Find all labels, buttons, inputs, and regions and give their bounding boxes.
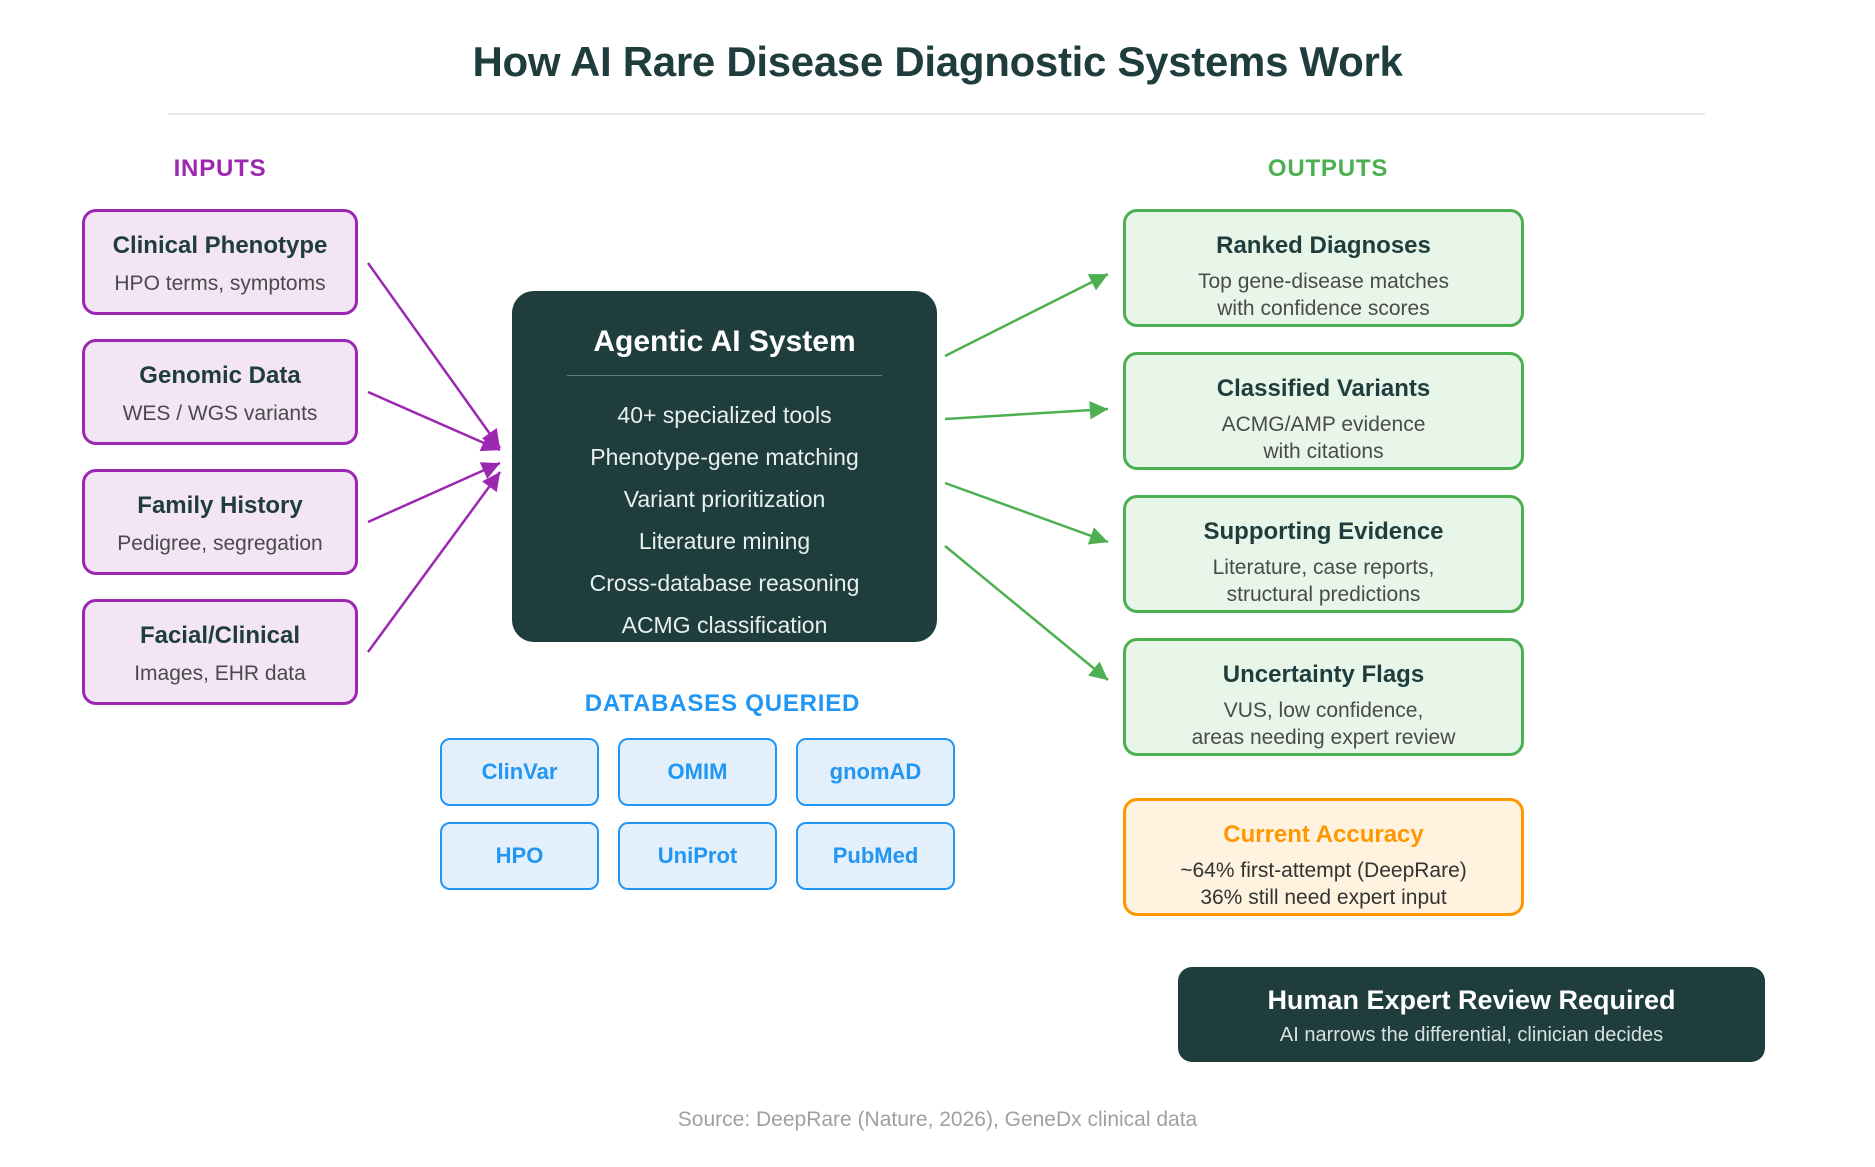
system-capability: ACMG classification: [621, 612, 828, 638]
output-description: VUS, low confidence, areas needing exper…: [1126, 697, 1521, 751]
output-title: Classified Variants: [1216, 375, 1431, 402]
output-line: Top gene-disease matches: [1198, 270, 1449, 293]
output-uncertainty-flags: Uncertainty Flags VUS, low confidence, a…: [1123, 638, 1524, 756]
output-title: Ranked Diagnoses: [1216, 232, 1431, 259]
input-title: Clinical Phenotype: [112, 232, 328, 259]
arrow-phenotype-to-system: [366, 262, 502, 449]
agentic-ai-system-box: Agentic AI System 40+ specialized tools …: [512, 291, 937, 642]
output-supporting-evidence: Supporting Evidence Literature, case rep…: [1123, 495, 1524, 613]
system-capability: Cross-database reasoning: [589, 570, 860, 596]
output-description: ACMG/AMP evidence with citations: [1126, 411, 1521, 465]
output-line: VUS, low confidence,: [1223, 699, 1424, 722]
human-review-box: Human Expert Review Required AI narrows …: [1178, 967, 1765, 1062]
human-review-title: Human Expert Review Required: [1267, 985, 1676, 1015]
diagram-title: How AI Rare Disease Diagnostic Systems W…: [472, 38, 1403, 85]
system-capability: Phenotype-gene matching: [590, 444, 859, 470]
output-line: ACMG/AMP evidence: [1221, 413, 1426, 436]
outputs-label: OUTPUTS: [1267, 155, 1389, 182]
arrow-system-to-diagnoses: [944, 272, 1109, 358]
output-description: Top gene-disease matches with confidence…: [1126, 268, 1521, 322]
databases-label: DATABASES QUERIED: [584, 690, 861, 717]
input-family-history: Family History Pedigree, segregation: [82, 469, 358, 575]
arrow-family-to-system: [367, 461, 501, 524]
database-gnomad: gnomAD: [796, 738, 955, 806]
input-title: Facial/Clinical: [139, 622, 301, 649]
input-subtitle: Pedigree, segregation: [117, 532, 323, 555]
input-facial-clinical: Facial/Clinical Images, EHR data: [82, 599, 358, 705]
accuracy-title: Current Accuracy: [1223, 821, 1424, 848]
input-genomic-data: Genomic Data WES / WGS variants: [82, 339, 358, 445]
output-ranked-diagnoses: Ranked Diagnoses Top gene-disease matche…: [1123, 209, 1524, 327]
input-subtitle: HPO terms, symptoms: [114, 272, 326, 295]
output-classified-variants: Classified Variants ACMG/AMP evidence wi…: [1123, 352, 1524, 470]
output-line: with confidence scores: [1217, 297, 1430, 320]
output-title: Supporting Evidence: [1203, 518, 1444, 545]
database-pubmed: PubMed: [796, 822, 955, 890]
output-line: with citations: [1263, 440, 1384, 463]
accuracy-description: ~64% first-attempt (DeepRare) 36% still …: [1126, 857, 1521, 911]
output-title: Uncertainty Flags: [1222, 661, 1425, 688]
output-line: areas needing expert review: [1191, 726, 1456, 749]
input-subtitle: Images, EHR data: [134, 662, 306, 685]
system-capability: Variant prioritization: [623, 486, 826, 512]
output-description: Literature, case reports, structural pre…: [1126, 554, 1521, 608]
input-subtitle: WES / WGS variants: [122, 402, 318, 425]
arrow-facial-to-system: [366, 471, 502, 653]
arrow-system-to-uncertainty: [944, 545, 1109, 681]
title-divider: [168, 113, 1705, 115]
system-divider: [567, 375, 882, 376]
arrow-system-to-variants: [944, 401, 1109, 421]
arrow-system-to-evidence: [944, 481, 1109, 545]
input-title: Family History: [137, 492, 303, 519]
current-accuracy-box: Current Accuracy ~64% first-attempt (Dee…: [1123, 798, 1524, 916]
accuracy-line: 36% still need expert input: [1200, 886, 1447, 909]
system-capability: 40+ specialized tools: [617, 402, 832, 428]
database-uniprot: UniProt: [618, 822, 777, 890]
human-review-subtitle: AI narrows the differential, clinician d…: [1279, 1024, 1664, 1046]
database-hpo: HPO: [440, 822, 599, 890]
accuracy-line: ~64% first-attempt (DeepRare): [1180, 859, 1467, 882]
input-clinical-phenotype: Clinical Phenotype HPO terms, symptoms: [82, 209, 358, 315]
source-note: Source: DeepRare (Nature, 2026), GeneDx …: [677, 1108, 1198, 1131]
input-title: Genomic Data: [139, 362, 301, 389]
system-capability: Literature mining: [638, 528, 811, 554]
output-line: Literature, case reports,: [1212, 556, 1435, 579]
output-line: structural predictions: [1226, 583, 1421, 606]
database-omim: OMIM: [618, 738, 777, 806]
database-clinvar: ClinVar: [440, 738, 599, 806]
arrow-genomic-to-system: [367, 390, 501, 452]
system-title: Agentic AI System: [593, 325, 856, 358]
inputs-label: INPUTS: [173, 155, 267, 182]
